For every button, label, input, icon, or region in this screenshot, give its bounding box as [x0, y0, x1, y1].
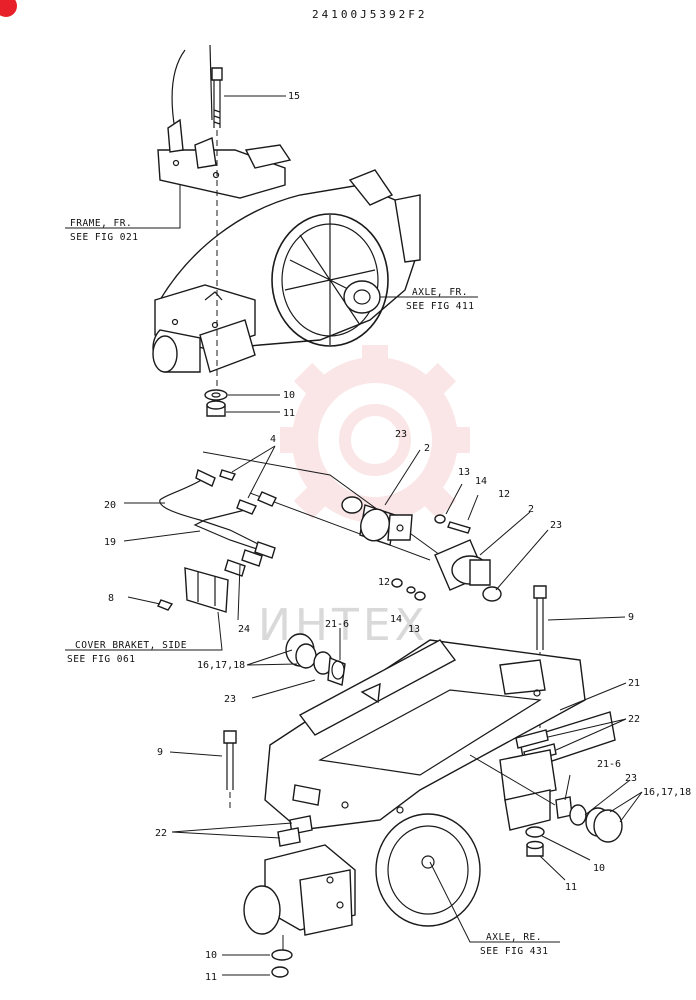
callout-23-b: 23 — [550, 520, 562, 531]
rear-axle-assembly — [169, 585, 643, 978]
callout-10-right: 10 — [593, 863, 605, 874]
svg-text:SEE FIG 411: SEE FIG 411 — [406, 301, 474, 312]
callout-16-17-18-b: 16,17,18 — [643, 787, 691, 798]
watermark-gear-icon — [280, 345, 470, 535]
callout-2-a: 2 — [424, 443, 430, 454]
svg-text:SEE FIG 021: SEE FIG 021 — [70, 232, 138, 243]
svg-text:SEE FIG 431: SEE FIG 431 — [480, 946, 548, 957]
callout-14-b: 14 — [390, 614, 402, 625]
callout-13-a: 13 — [458, 467, 470, 478]
callout-11-left: 11 — [205, 972, 217, 983]
callout-16-17-18-a: 16,17,18 — [197, 660, 245, 671]
callout-12-a: 12 — [498, 489, 510, 500]
ref-cover-braket: COVER BRAKET, SIDE SEE FIG 061 — [65, 611, 223, 665]
callout-20: 20 — [104, 500, 116, 511]
brake-harness-group — [127, 449, 531, 621]
drawing-number: 24100J5392F2 — [312, 8, 427, 21]
ref-axle-fr: AXLE, FR. SEE FIG 411 — [380, 287, 478, 312]
svg-text:COVER BRAKET, SIDE: COVER BRAKET, SIDE — [75, 640, 187, 651]
svg-text:SEE FIG 061: SEE FIG 061 — [67, 654, 135, 665]
callout-23-b-leader — [495, 529, 549, 591]
callout-4: 4 — [270, 434, 276, 445]
callout-15: 15 — [288, 91, 300, 102]
corner-badge-icon — [0, 0, 17, 17]
ref-frame-fr: FRAME, FR. SEE FIG 021 — [65, 185, 181, 243]
callout-12-b: 12 — [378, 577, 390, 588]
callout-21-6-a: 21-6 — [325, 619, 349, 630]
callout-19: 19 — [104, 537, 116, 548]
callout-2-b: 2 — [528, 504, 534, 515]
callout-11-right: 11 — [565, 882, 577, 893]
callout-13-b: 13 — [408, 624, 420, 635]
callout-21: 21 — [628, 678, 640, 689]
callout-4-leader — [231, 445, 276, 499]
callout-11-top: 11 — [283, 408, 295, 419]
watermark-text: ИНТЕХ — [258, 600, 429, 651]
callout-14-a: 14 — [475, 476, 487, 487]
callout-19-leader — [123, 530, 201, 542]
svg-text:FRAME, FR.: FRAME, FR. — [70, 218, 132, 229]
callout-22-a: 22 — [628, 714, 640, 725]
callout-10-top: 10 — [283, 390, 295, 401]
callout-8: 8 — [108, 593, 114, 604]
callout-9-a: 9 — [628, 612, 634, 623]
callout-22-b-leader — [171, 822, 293, 839]
callout-23-d: 23 — [625, 773, 637, 784]
callout-21-leader — [559, 682, 627, 711]
callout-23-c: 23 — [224, 694, 236, 705]
ref-axle-re: AXLE, RE. SEE FIG 431 — [429, 861, 560, 957]
callout-22-a-leader — [547, 718, 627, 751]
callout-23-a: 23 — [395, 429, 407, 440]
callout-22-b: 22 — [155, 828, 167, 839]
callout-24: 24 — [238, 624, 250, 635]
callout-9-b: 9 — [157, 747, 163, 758]
callout-21-6-b: 21-6 — [597, 759, 621, 770]
svg-text:AXLE, RE.: AXLE, RE. — [486, 932, 542, 943]
front-axle-assembly — [152, 44, 421, 417]
callout-10-left: 10 — [205, 950, 217, 961]
svg-text:AXLE, FR.: AXLE, FR. — [412, 287, 468, 298]
